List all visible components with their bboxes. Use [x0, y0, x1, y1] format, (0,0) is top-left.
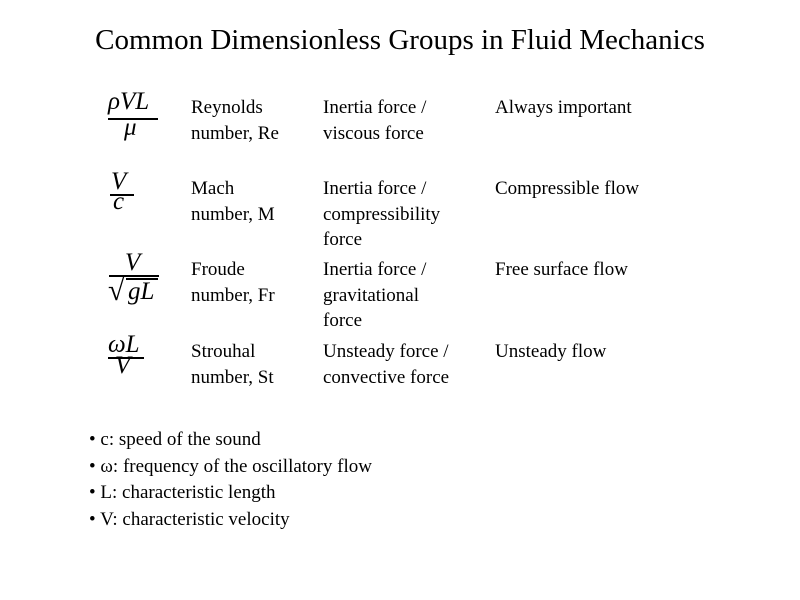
reynolds-description-line: viscous force	[323, 122, 424, 144]
reynolds-formula-numerator: ρVL	[108, 88, 150, 115]
bullet-icon: •	[89, 508, 96, 530]
froude-description-line: force	[323, 310, 363, 331]
froude-importance: Free surface flow	[495, 259, 628, 280]
list-item: • ω: frequency of the oscillatory flow	[89, 454, 372, 481]
reynolds-importance: Always important	[495, 97, 632, 118]
strouhal-formula: ωL V	[105, 331, 165, 391]
froude-radical-sign: √	[108, 274, 125, 307]
froude-name-line: Froude	[191, 259, 245, 280]
mach-name-line: number, M	[191, 203, 275, 225]
froude-description-line: gravitational	[323, 284, 420, 306]
bullet-icon: •	[89, 429, 96, 450]
froude-radical-bar	[126, 278, 158, 280]
strouhal-name-line: Strouhal	[191, 341, 256, 362]
table-row-mach: V c Mach number, M Inertia force / compr…	[0, 169, 800, 256]
table-row-reynolds: ρVL μ Reynolds number, Re Inertia force …	[0, 89, 800, 175]
mach-formula: V c	[105, 168, 165, 228]
mach-description-line: Inertia force /	[323, 178, 427, 199]
page-title: Common Dimensionless Groups in Fluid Mec…	[95, 24, 705, 56]
reynolds-formula-denominator: μ	[124, 114, 137, 141]
note-text: L: characteristic length	[100, 482, 276, 503]
froude-fraction-bar	[109, 275, 159, 277]
notes-list: • c: speed of the sound • ω: frequency o…	[89, 427, 372, 533]
bullet-icon: •	[89, 482, 96, 503]
reynolds-name: Reynolds number, Re	[191, 95, 316, 146]
note-text: V: characteristic velocity	[100, 508, 290, 530]
list-item: • V: characteristic velocity	[89, 507, 372, 534]
mach-description-line: compressibility	[323, 203, 441, 225]
froude-formula: V √ gL	[105, 249, 165, 309]
reynolds-name-line: Reynolds	[191, 97, 263, 118]
strouhal-formula-numerator: ωL	[108, 331, 140, 358]
reynolds-description-line: Inertia force /	[323, 97, 427, 118]
list-item: • c: speed of the sound	[89, 427, 372, 454]
strouhal-name-line: number, St	[191, 366, 274, 388]
note-text: ω: frequency of the oscillatory flow	[100, 455, 372, 477]
strouhal-description-line: Unsteady force /	[323, 341, 449, 362]
froude-formula-numerator: V	[125, 249, 141, 276]
mach-description: Inertia force / compressibility force	[323, 176, 488, 253]
reynolds-description: Inertia force / viscous force	[323, 95, 488, 146]
mach-fraction-bar	[110, 194, 134, 196]
froude-name-line: number, Fr	[191, 284, 275, 306]
mach-importance: Compressible flow	[495, 178, 640, 199]
reynolds-name-line: number, Re	[191, 122, 279, 144]
froude-name: Froude number, Fr	[191, 257, 316, 308]
note-text: c: speed of the sound	[100, 429, 261, 450]
strouhal-formula-denominator: V	[115, 352, 131, 379]
strouhal-description-line: convective force	[323, 366, 450, 388]
bullet-icon: •	[89, 455, 96, 477]
list-item: • L: characteristic length	[89, 480, 372, 507]
strouhal-fraction-bar	[108, 357, 144, 359]
reynolds-formula: ρVL μ	[105, 87, 165, 147]
froude-description: Inertia force / gravitational force	[323, 257, 488, 334]
strouhal-importance: Unsteady flow	[495, 341, 607, 362]
strouhal-name: Strouhal number, St	[191, 339, 316, 390]
reynolds-fraction-bar	[108, 118, 158, 120]
mach-description-line: force	[323, 229, 363, 250]
froude-formula-denominator: gL	[128, 278, 155, 305]
mach-name-line: Mach	[191, 178, 235, 199]
strouhal-description: Unsteady force / convective force	[323, 339, 488, 390]
froude-description-line: Inertia force /	[323, 259, 427, 280]
table-row-strouhal: ωL V Strouhal number, St Unsteady force …	[0, 332, 800, 419]
mach-formula-numerator: V	[111, 168, 127, 195]
table-row-froude: V √ gL Froude number, Fr Inertia force /…	[0, 250, 800, 337]
mach-name: Mach number, M	[191, 176, 316, 227]
mach-formula-denominator: c	[113, 188, 125, 215]
